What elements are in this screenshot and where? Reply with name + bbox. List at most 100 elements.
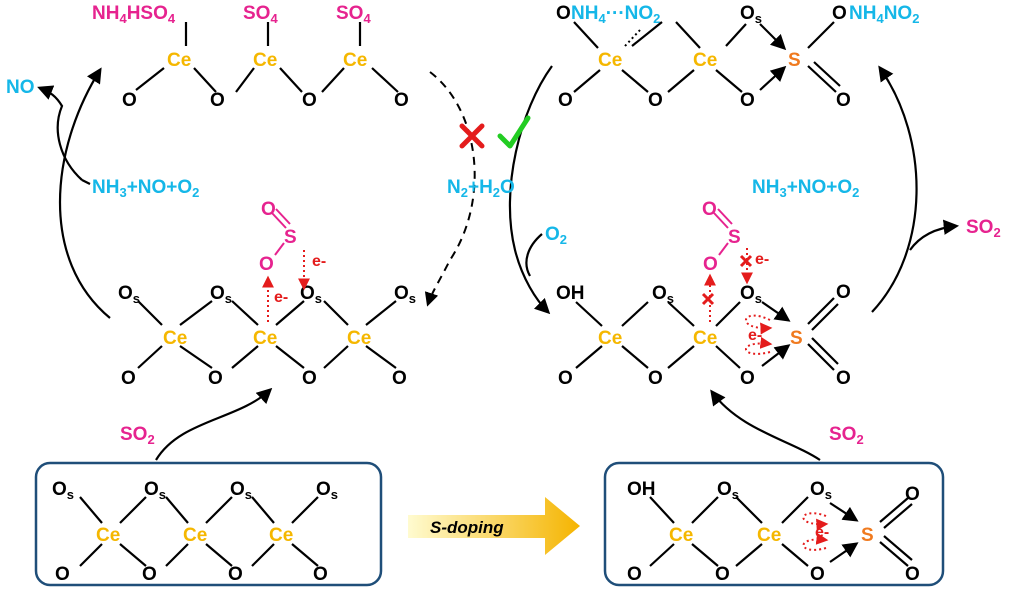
- sulfonyl-oxygen: O: [905, 484, 920, 505]
- cerium-atom: Ce: [598, 328, 622, 349]
- lattice-oxygen: O: [121, 368, 136, 389]
- lattice-oxygen: O: [302, 368, 317, 389]
- ammonium-bisulfate-label: NH4HSO4: [92, 3, 176, 26]
- lattice-oxygen: O: [302, 90, 317, 111]
- cerium-atom: Ce: [163, 328, 187, 349]
- green-check-mark-icon: [497, 115, 531, 149]
- surface-oxygen: Os: [740, 283, 762, 306]
- reactants-label: NH3+NO+O2: [752, 177, 859, 200]
- reactants-label: NH3+NO+O2: [92, 177, 199, 200]
- sulfur-atom: S: [788, 50, 801, 71]
- surface-oxygen: Os: [652, 283, 674, 306]
- lattice-oxygen: O: [648, 368, 663, 389]
- cerium-atom: Ce: [347, 328, 371, 349]
- no-release-arrow: [37, 85, 83, 181]
- center-products: N2+H2O O2: [424, 65, 567, 315]
- hydroxyl-group: OH: [627, 479, 656, 500]
- nh4-no2-complex-label: NH4···NO2: [571, 3, 660, 26]
- o2-label: O2: [545, 224, 567, 247]
- electron-label: e-: [815, 524, 829, 541]
- lattice-oxygen: O: [558, 368, 573, 389]
- so2-label: SO2: [829, 424, 864, 447]
- box-border: [603, 461, 945, 587]
- surface-oxygen: Os: [230, 479, 252, 502]
- lattice-oxygen: O: [648, 90, 663, 111]
- electron-label: e-: [748, 327, 762, 344]
- no-label: NO: [6, 77, 35, 98]
- surface-oxygen: Os: [394, 283, 416, 306]
- box-border: [34, 461, 383, 587]
- lattice-oxygen: O: [740, 90, 755, 111]
- cerium-atom: Ce: [96, 525, 120, 546]
- lattice-oxygen: O: [392, 368, 407, 389]
- atoms: Os Os Os Os Ce Ce Ce O O O O: [52, 479, 338, 585]
- active-pathway-arrow: [508, 65, 553, 315]
- s-doped-ceria-box: OH Os Os Ce Ce S O O O O O e-: [603, 461, 945, 587]
- sulfonyl-oxygen: O: [836, 368, 851, 389]
- electron-transfer-arrow: [745, 314, 773, 335]
- red-cross-mark-icon: [701, 292, 715, 306]
- electron-transfer-arrow: [802, 512, 829, 531]
- cerium-atom: Ce: [269, 525, 293, 546]
- lattice-oxygen: O: [740, 368, 755, 389]
- cerium-atom: Ce: [757, 525, 781, 546]
- red-cross-mark-icon: [739, 254, 753, 268]
- electron-label: e-: [274, 289, 288, 306]
- cerium-atom: Ce: [167, 50, 191, 71]
- sulfonyl-oxygen: O: [836, 90, 851, 111]
- lattice-oxygen: O: [715, 564, 730, 585]
- cerium-atom: Ce: [183, 525, 207, 546]
- electron-transfer-arrow: [802, 532, 829, 551]
- cycle-arrow: [58, 67, 111, 319]
- so2-oxygen: O: [259, 254, 274, 275]
- so2-label: SO2: [966, 217, 1001, 240]
- surface-oxygen: Os: [144, 479, 166, 502]
- so2-adsorption-arrow: [710, 389, 821, 461]
- sulfate-label: SO4: [336, 3, 371, 26]
- lattice-oxygen: O: [210, 90, 225, 111]
- lattice-oxygen: O: [142, 564, 157, 585]
- so2-oxygen: O: [261, 199, 276, 220]
- electron-label: e-: [755, 251, 769, 268]
- oxygen-atom: O: [832, 3, 847, 24]
- surface-oxygen: Os: [210, 283, 232, 306]
- left-so2-adsorbed-structure: Os Os Os Os Ce Ce Ce O O O O O S O e- e-: [118, 199, 416, 389]
- right-cycle: NH3+NO+O2 SO2 SO2: [710, 65, 1001, 461]
- products-label: N2+H2O: [447, 177, 515, 200]
- cycle-arrow: [871, 65, 918, 313]
- electron-transfer-arrow: [745, 336, 773, 355]
- left-cycle: NO NH3+NO+O2 SO2: [6, 67, 273, 461]
- so2-label: SO2: [120, 424, 155, 447]
- cerium-atom: Ce: [253, 328, 277, 349]
- lattice-oxygen: O: [122, 90, 137, 111]
- sulfur-atom: S: [790, 328, 803, 349]
- hydroxyl-group: OH: [556, 283, 585, 304]
- sulfate-label: SO4: [243, 3, 278, 26]
- lattice-oxygen: O: [810, 564, 825, 585]
- so2-oxygen: O: [703, 254, 718, 275]
- lattice-oxygen: O: [208, 368, 223, 389]
- sulfur-atom: S: [861, 525, 874, 546]
- surface-oxygen: Os: [52, 479, 74, 502]
- blocked-pathway-arrow: [424, 71, 476, 307]
- lattice-oxygen: O: [627, 564, 642, 585]
- oxygen-atom: O: [556, 3, 571, 24]
- surface-oxygen: Os: [118, 283, 140, 306]
- so2-sulfur: S: [284, 227, 297, 248]
- right-top-structure: O NH4···NO2 Os O NH4NO2 Ce Ce S O O O O: [556, 3, 919, 111]
- left-sulfated-structure: NH4HSO4 SO4 SO4 Ce Ce Ce O O O O: [92, 3, 409, 111]
- pristine-ceria-box: Os Os Os Os Ce Ce Ce O O O O: [34, 461, 383, 587]
- nh4no2-label: NH4NO2: [849, 3, 919, 26]
- electron-label: e-: [312, 253, 326, 270]
- surface-oxygen: Os: [717, 479, 739, 502]
- sulfonyl-oxygen: O: [905, 564, 920, 585]
- cerium-atom: Ce: [669, 525, 693, 546]
- cerium-atom: Ce: [693, 328, 717, 349]
- red-cross-mark-icon: [459, 123, 485, 149]
- lattice-oxygen: O: [55, 564, 70, 585]
- right-middle-structure: OH Os Os Ce Ce S O O O O O O S O e- e-: [556, 199, 851, 389]
- lattice-oxygen: O: [228, 564, 243, 585]
- surface-oxygen: Os: [740, 3, 762, 26]
